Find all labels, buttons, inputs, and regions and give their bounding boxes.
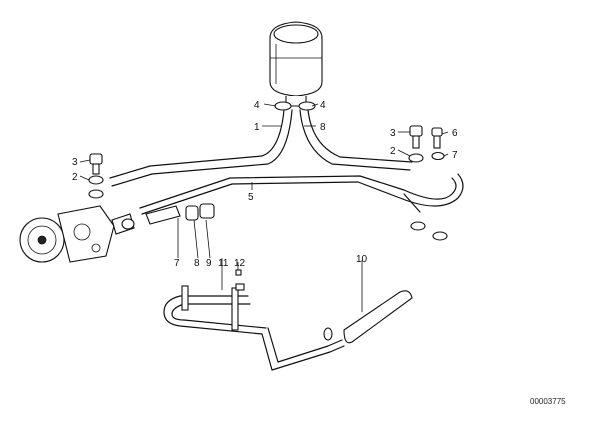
- lower-washers: [410, 221, 448, 241]
- banjo-bolt-left: [88, 153, 104, 199]
- drawing-number: 00003775: [530, 397, 566, 406]
- part-label-4-left: 4: [254, 100, 260, 111]
- part-label-2-left: 2: [72, 172, 78, 183]
- hose-left-from-reservoir: [109, 109, 293, 187]
- fluid-reservoir: [269, 21, 323, 107]
- part-label-2-right: 2: [390, 146, 396, 157]
- oil-cooler-loop: [163, 283, 345, 371]
- return-hose: [323, 290, 413, 344]
- part-label-7-lower: 7: [174, 258, 180, 269]
- part-label-5: 5: [248, 192, 254, 203]
- hose-right-from-reservoir: [299, 109, 413, 171]
- part-label-9: 9: [206, 258, 212, 269]
- pump-outlet-fittings: [121, 203, 215, 230]
- part-label-4-right: 4: [320, 100, 326, 111]
- part-label-3-left: 3: [72, 157, 78, 168]
- part-label-11: 11: [218, 258, 229, 269]
- part-label-10: 10: [356, 254, 368, 265]
- banjo-bolt-right-2: [431, 127, 445, 161]
- pressure-line: [139, 173, 464, 215]
- steering-pump: [19, 205, 135, 263]
- leader-lines: [79, 103, 449, 312]
- part-label-12: 12: [234, 258, 246, 269]
- part-label-3-right: 3: [390, 128, 396, 139]
- part-label-8-upper: 8: [320, 122, 326, 133]
- bracket-part: [235, 269, 242, 276]
- part-label-8-lower: 8: [194, 258, 200, 269]
- part-label-6: 6: [452, 128, 458, 139]
- banjo-bolt-right: [408, 125, 424, 163]
- part-label-1: 1: [254, 122, 260, 133]
- part-label-7-right: 7: [452, 150, 458, 161]
